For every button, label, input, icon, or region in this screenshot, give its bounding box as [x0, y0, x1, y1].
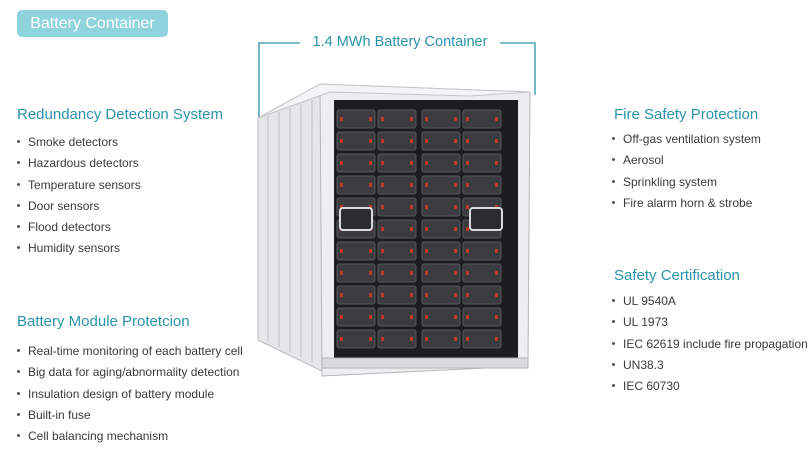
battery-module: [421, 153, 461, 173]
battery-module: [336, 263, 376, 283]
battery-module: [377, 197, 417, 217]
container-callout-title: 1.4 MWh Battery Container: [300, 32, 500, 52]
battery-module: [421, 263, 461, 283]
battery-module: [336, 109, 376, 129]
battery-module: [421, 307, 461, 327]
list-item: Big data for aging/abnormality detection: [17, 365, 243, 386]
battery-module: [336, 329, 376, 349]
list-item: Humidity sensors: [17, 241, 141, 262]
list-item: Cell balancing mechanism: [17, 429, 243, 450]
list-item: Hazardous detectors: [17, 156, 141, 177]
door-handle-left: [339, 207, 373, 231]
list-item: IEC 60730: [612, 379, 808, 400]
list-item: Flood detectors: [17, 220, 141, 241]
battery-module: [421, 131, 461, 151]
battery-module: [377, 329, 417, 349]
module-protection-list: Real-time monitoring of each battery cel…: [17, 344, 243, 450]
battery-module: [462, 175, 502, 195]
battery-module: [336, 241, 376, 261]
battery-module: [377, 307, 417, 327]
battery-module: [421, 219, 461, 239]
list-item: Temperature sensors: [17, 178, 141, 199]
section-tag: Battery Container: [17, 10, 168, 37]
battery-module: [462, 109, 502, 129]
battery-module: [421, 285, 461, 305]
list-item: UL 1973: [612, 315, 808, 336]
battery-module: [377, 131, 417, 151]
container-side-wall: [257, 91, 331, 376]
list-item: Off-gas ventilation system: [612, 132, 761, 153]
battery-module: [462, 285, 502, 305]
battery-module: [462, 307, 502, 327]
battery-module: [336, 153, 376, 173]
battery-module: [421, 329, 461, 349]
door-handle-right: [469, 207, 503, 231]
redundancy-title: Redundancy Detection System: [17, 106, 223, 123]
battery-module: [377, 109, 417, 129]
battery-module: [377, 175, 417, 195]
container-roof: [257, 83, 531, 119]
battery-module: [421, 109, 461, 129]
battery-module: [421, 175, 461, 195]
battery-module: [421, 241, 461, 261]
certification-title: Safety Certification: [614, 267, 740, 284]
list-item: UL 9540A: [612, 294, 808, 315]
battery-module: [421, 197, 461, 217]
list-item: Aerosol: [612, 153, 761, 174]
battery-module: [336, 175, 376, 195]
list-item: Fire alarm horn & strobe: [612, 196, 761, 217]
battery-module: [377, 263, 417, 283]
list-item: Insulation design of battery module: [17, 387, 243, 408]
battery-module: [377, 285, 417, 305]
battery-module: [462, 263, 502, 283]
battery-module: [377, 219, 417, 239]
battery-module: [377, 241, 417, 261]
fire-safety-title: Fire Safety Protection: [614, 106, 759, 123]
battery-module: [336, 131, 376, 151]
battery-module: [462, 131, 502, 151]
list-item: Real-time monitoring of each battery cel…: [17, 344, 243, 365]
list-item: Door sensors: [17, 199, 141, 220]
module-protection-title: Battery Module Protetcion: [17, 313, 190, 330]
battery-module: [336, 307, 376, 327]
container-base: [321, 357, 529, 369]
list-item: Built-in fuse: [17, 408, 243, 429]
battery-module: [462, 241, 502, 261]
list-item: UN38.3: [612, 358, 808, 379]
list-item: Sprinkling system: [612, 175, 761, 196]
battery-module: [462, 153, 502, 173]
battery-module: [377, 153, 417, 173]
list-item: IEC 62619 include fire propagation: [612, 337, 808, 358]
battery-module: [336, 285, 376, 305]
battery-module: [462, 329, 502, 349]
list-item: Smoke detectors: [17, 135, 141, 156]
